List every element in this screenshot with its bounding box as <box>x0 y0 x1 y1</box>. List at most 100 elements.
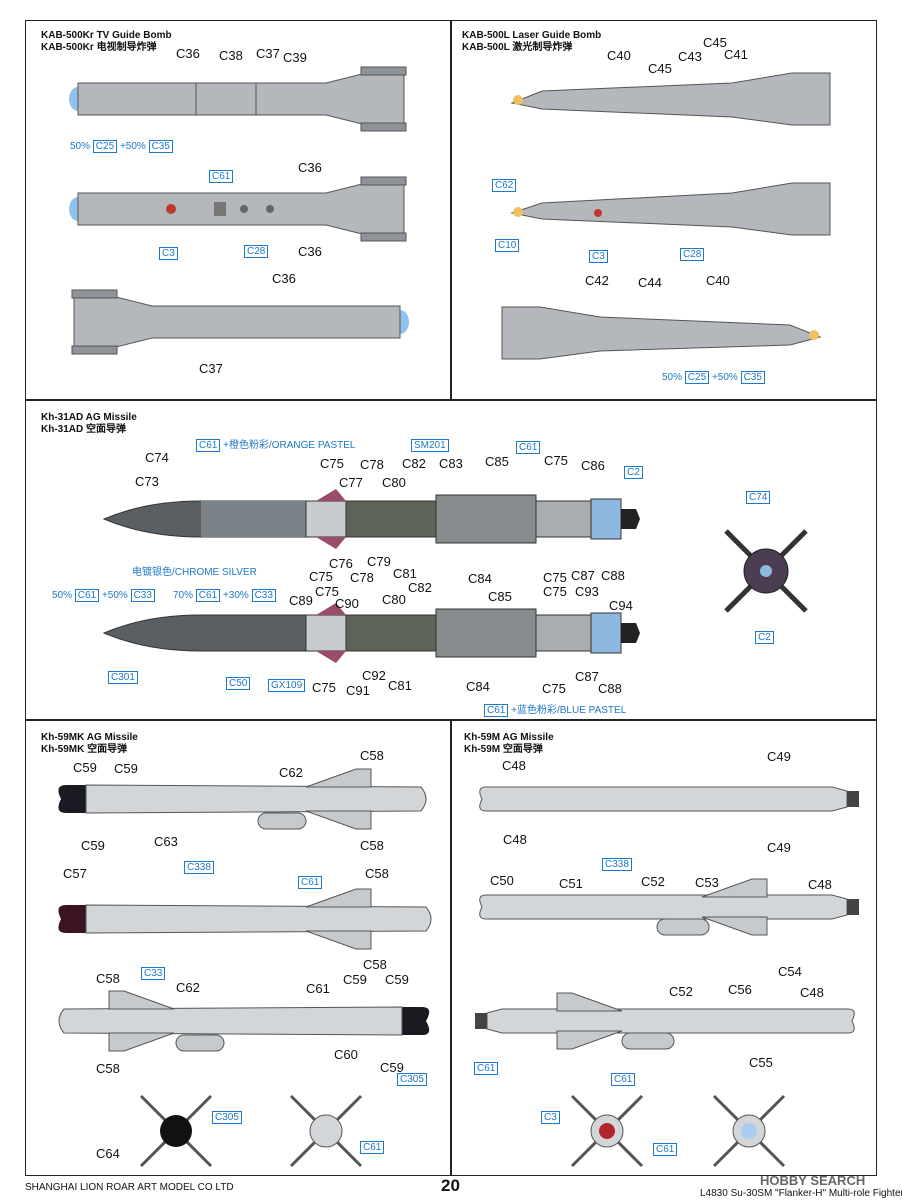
color-box: C28 <box>244 245 269 258</box>
callout: C59 <box>385 972 409 987</box>
callout: C76 <box>329 556 353 571</box>
callout: C58 <box>96 1061 120 1076</box>
callout: C36 <box>176 46 200 61</box>
kh31ad-blue-note: C61 +蓝色粉彩/BLUE PASTEL <box>484 704 626 717</box>
callout: C36 <box>298 244 322 259</box>
callout: C90 <box>335 596 359 611</box>
callout: C50 <box>490 873 514 888</box>
callout: C86 <box>581 458 605 473</box>
kh59m-drawing <box>475 786 859 1168</box>
color-box: C338 <box>184 861 214 874</box>
callout: C58 <box>96 971 120 986</box>
color-box: C50 <box>226 677 251 690</box>
callout: C75 <box>543 584 567 599</box>
callout: C59 <box>114 761 138 776</box>
kab500l-title-en: KAB-500L Laser Guide Bomb <box>462 30 602 41</box>
callout: C79 <box>367 554 391 569</box>
footer-company: SHANGHAI LION ROAR ART MODEL CO LTD <box>25 1182 234 1193</box>
kab500l-drawing <box>501 72 831 360</box>
color-box: C2 <box>755 631 774 644</box>
color-box: C74 <box>746 491 771 504</box>
callout: C58 <box>365 866 389 881</box>
callout: C55 <box>749 1055 773 1070</box>
callout: C48 <box>502 758 526 773</box>
kh31ad-title-en: Kh-31AD AG Missile <box>41 412 137 423</box>
callout: C59 <box>73 760 97 775</box>
panel-kab500kr: KAB-500Kr TV Guide Bomb KAB-500Kr 电视制导炸弹… <box>25 20 451 400</box>
callout: C37 <box>256 46 280 61</box>
callout: C91 <box>346 683 370 698</box>
color-box: C61 <box>298 876 323 889</box>
color-box: C28 <box>680 248 705 261</box>
callout: C75 <box>320 456 344 471</box>
kh31ad-mix2-note: 70% C61 +30% C33 <box>173 589 276 602</box>
kh59m-title-cn: Kh-59M 空面导弹 <box>464 744 543 755</box>
panel-kh59mk: Kh-59MK AG Missile Kh-59MK 空面导弹 C59 C59 … <box>25 720 451 1176</box>
kh31ad-drawing <box>102 489 808 663</box>
kh59m-title-en: Kh-59M AG Missile <box>464 732 554 743</box>
callout: C73 <box>135 474 159 489</box>
callout: C93 <box>575 584 599 599</box>
watermark: HOBBY SEARCH <box>760 1173 866 1188</box>
callout: C53 <box>695 875 719 890</box>
callout: C45 <box>648 61 672 76</box>
color-box: C338 <box>602 858 632 871</box>
callout: C75 <box>542 681 566 696</box>
callout: C59 <box>81 838 105 853</box>
kh31ad-orange-note: C61 +橙色粉彩/ORANGE PASTEL <box>196 439 355 452</box>
kh31ad-title-cn: Kh-31AD 空面导弹 <box>41 424 127 435</box>
callout: C51 <box>559 876 583 891</box>
callout: C52 <box>669 984 693 999</box>
color-box: C33 <box>141 967 166 980</box>
callout: C87 <box>575 669 599 684</box>
callout: C61 <box>306 981 330 996</box>
callout: C75 <box>543 570 567 585</box>
color-box: C10 <box>495 239 520 252</box>
callout: C54 <box>778 964 802 979</box>
callout: C62 <box>176 980 200 995</box>
callout: C45 <box>703 35 727 50</box>
callout: C74 <box>145 450 169 465</box>
kh31ad-mix1-note: 50% C61 +50% C33 <box>52 589 155 602</box>
callout: C49 <box>767 749 791 764</box>
color-box: C61 <box>360 1141 385 1154</box>
callout: C85 <box>485 454 509 469</box>
callout: C57 <box>63 866 87 881</box>
panel-kh31ad: Kh-31AD AG Missile Kh-31AD 空面导弹 C61 +橙色粉… <box>25 400 877 720</box>
callout: C41 <box>724 47 748 62</box>
color-box: SM201 <box>411 439 449 452</box>
color-box: C3 <box>159 247 178 260</box>
callout: C59 <box>380 1060 404 1075</box>
kab500kr-mix-note: 50% C25 +50% C35 <box>70 140 173 153</box>
kh59mk-title-cn: Kh-59MK 空面导弹 <box>41 744 128 755</box>
color-box: C61 <box>611 1073 636 1086</box>
color-box: C2 <box>624 466 643 479</box>
callout: C88 <box>598 681 622 696</box>
callout: C84 <box>468 571 492 586</box>
kh59mk-title-en: Kh-59MK AG Missile <box>41 732 138 743</box>
callout: C58 <box>360 838 384 853</box>
callout: C87 <box>571 568 595 583</box>
callout: C58 <box>363 957 387 972</box>
color-box: C301 <box>108 671 138 684</box>
color-box: C61 <box>474 1062 499 1075</box>
callout: C48 <box>503 832 527 847</box>
kab500kr-title-cn: KAB-500Kr 电视制导炸弹 <box>41 42 157 53</box>
callout: C92 <box>362 668 386 683</box>
kab500kr-title-en: KAB-500Kr TV Guide Bomb <box>41 30 172 41</box>
callout: C44 <box>638 275 662 290</box>
callout: C48 <box>800 985 824 1000</box>
callout: C75 <box>312 680 336 695</box>
callout: C77 <box>339 475 363 490</box>
footer-product: L4830 Su-30SM "Flanker-H" Multi-role Fig… <box>700 1188 902 1199</box>
callout: C36 <box>272 271 296 286</box>
callout: C49 <box>767 840 791 855</box>
callout: C64 <box>96 1146 120 1161</box>
panel-kab500l: KAB-500L Laser Guide Bomb KAB-500L 激光制导炸… <box>451 20 877 400</box>
callout: C75 <box>544 453 568 468</box>
color-box: C305 <box>397 1073 427 1086</box>
callout: C63 <box>154 834 178 849</box>
color-box: C62 <box>492 179 517 192</box>
callout: C75 <box>315 584 339 599</box>
callout: C88 <box>601 568 625 583</box>
